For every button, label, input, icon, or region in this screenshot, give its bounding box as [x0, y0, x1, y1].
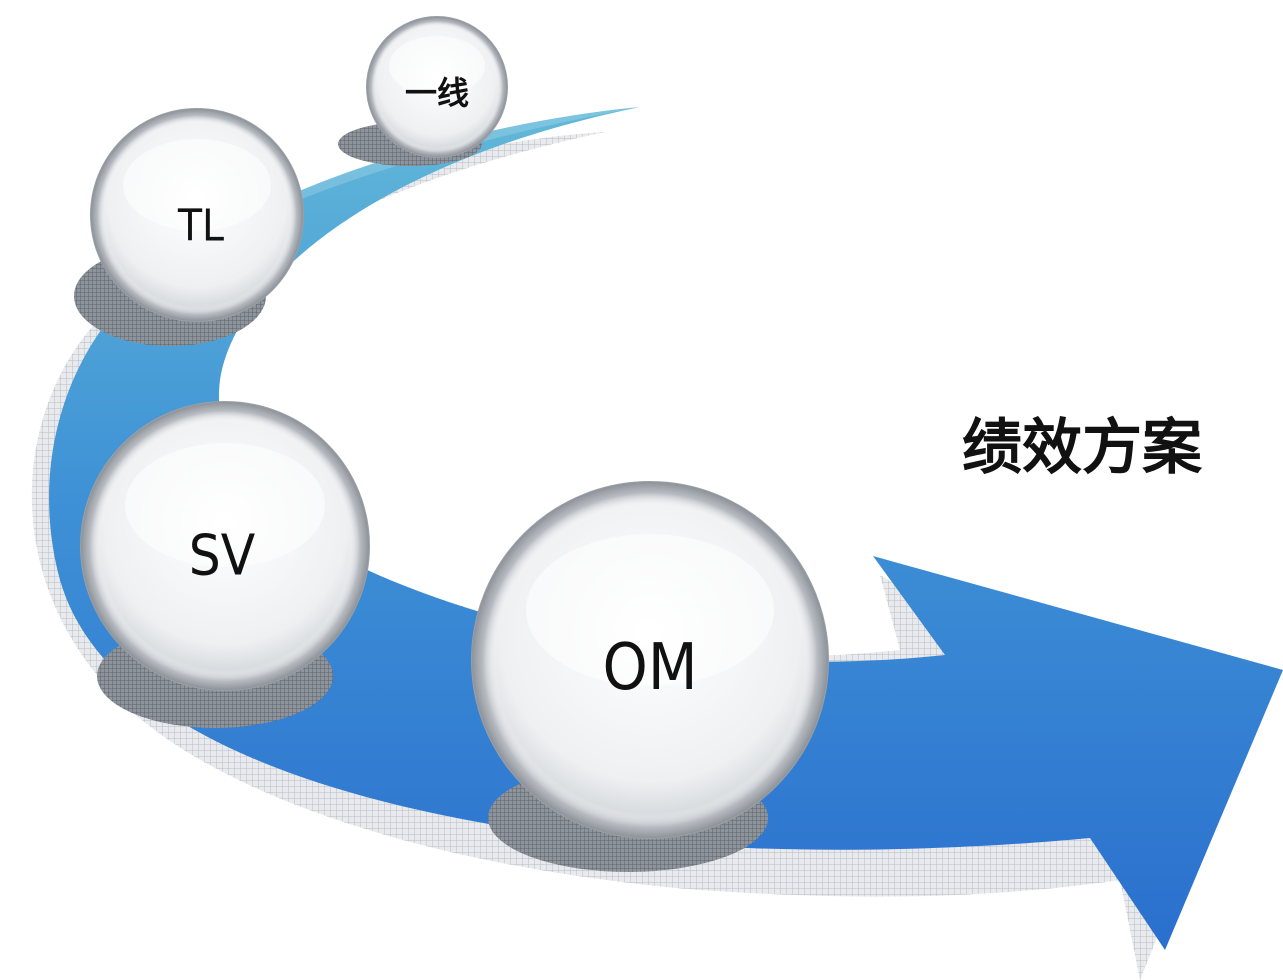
node-tl-label: TL — [177, 201, 224, 252]
node-frontline: 一线 — [366, 16, 508, 158]
node-sv-label: SV — [189, 524, 256, 589]
node-om: OM — [471, 481, 829, 839]
node-sv: SV — [80, 401, 370, 691]
node-frontline-label: 一线 — [405, 74, 469, 112]
node-tl: TL — [90, 108, 304, 322]
sweeping-arrow — [49, 107, 1283, 950]
diagram-title: 绩效方案 — [962, 413, 1203, 483]
node-om-label: OM — [603, 631, 698, 705]
